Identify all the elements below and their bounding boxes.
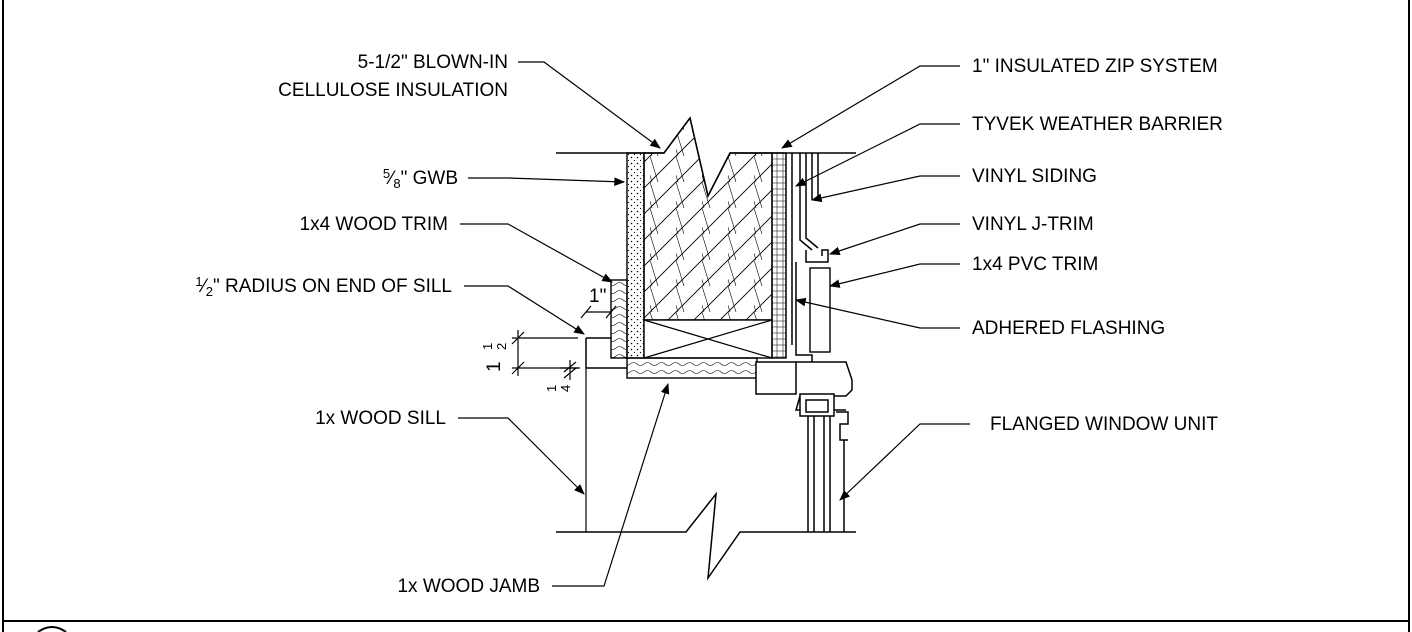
wall-section (556, 116, 856, 581)
label-wood-sill: 1x WOOD SILL (315, 408, 446, 429)
dim-sill-height-den: 2 (494, 343, 509, 350)
cellulose-insulation (643, 116, 773, 321)
gwb-fraction-den: 8 (393, 176, 400, 191)
zip-sheathing (771, 152, 787, 359)
label-zip-system: 1" INSULATED ZIP SYSTEM (972, 56, 1218, 77)
wood-sill (585, 337, 627, 369)
dim-sill-gap-den: 4 (558, 385, 573, 392)
wood-jamb (626, 357, 758, 379)
label-tyvek: TYVEK WEATHER BARRIER (972, 114, 1223, 135)
adhered-flashing (795, 262, 813, 362)
gwb-fraction-num: 5 (383, 166, 390, 181)
label-window-unit: FLANGED WINDOW UNIT (990, 414, 1218, 435)
radius-fraction-den: 2 (206, 284, 213, 299)
gwb-suffix: " GWB (401, 168, 458, 189)
label-insulation-line2: CELLULOSE INSULATION (278, 80, 508, 101)
dim-sill-gap-num: 1 (544, 385, 559, 392)
label-radius: 1⁄2" RADIUS ON END OF SILL (195, 274, 452, 299)
label-adhered-flashing: ADHERED FLASHING (972, 318, 1165, 339)
pvc-trim (809, 267, 831, 353)
leaders (458, 61, 970, 587)
wood-trim (610, 279, 628, 359)
dim-sill-height-num: 1 (480, 343, 495, 350)
vinyl-siding (799, 153, 819, 251)
label-insulation-line1: 5-1/2" BLOWN-IN (358, 52, 508, 73)
dim-sill-overhang: 1" (589, 286, 606, 307)
vinyl-j-trim (805, 249, 829, 263)
flanged-window-unit (755, 361, 853, 532)
label-vinyl-siding: VINYL SIDING (972, 166, 1097, 187)
label-wood-jamb: 1x WOOD JAMB (397, 576, 540, 597)
radius-suffix: " RADIUS ON END OF SILL (213, 276, 452, 297)
gwb-layer (626, 152, 645, 359)
label-pvc-trim: 1x4 PVC TRIM (972, 254, 1098, 275)
radius-fraction-num: 1 (195, 274, 202, 289)
callout-labels: 5-1/2" BLOWN-IN CELLULOSE INSULATION 1" … (195, 52, 1223, 597)
label-wood-trim: 1x4 WOOD TRIM (300, 214, 449, 235)
label-gwb: 5⁄8" GWB (383, 166, 458, 191)
label-vinyl-jtrim: VINYL J-TRIM (972, 214, 1094, 235)
radius-fraction-slash: ⁄ (199, 276, 209, 297)
dim-sill-height-whole: 1 (484, 361, 505, 372)
gwb-fraction-slash: ⁄ (386, 168, 396, 189)
sill-dimensions: 1" 1 1 2 1 4 (480, 286, 617, 392)
